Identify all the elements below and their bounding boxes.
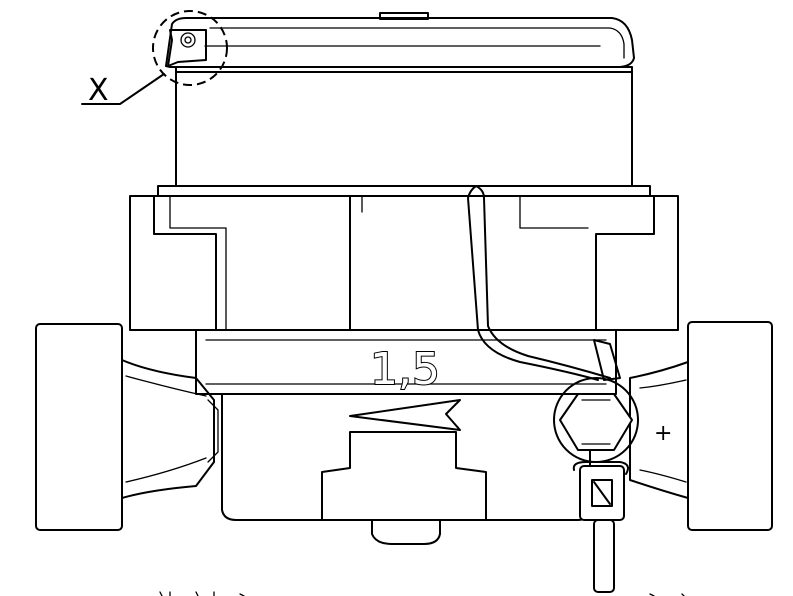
- lower-body: [221, 393, 591, 545]
- meter-body: [129, 195, 679, 331]
- accuracy-class-marking: 1,5: [370, 344, 440, 395]
- seal-plus-symbol: +: [654, 421, 672, 446]
- meter-lid: [165, 12, 635, 73]
- nameplate-boss: [321, 431, 487, 521]
- section-marks: [159, 591, 685, 596]
- marking-ring: 1,5: [195, 329, 617, 396]
- right-connection: [629, 321, 773, 531]
- drain-boss: [371, 519, 441, 545]
- seal-tag-logo: [591, 479, 613, 507]
- left-connection: [35, 323, 219, 531]
- callout-label-x: X: [88, 73, 109, 108]
- detail-callout-x: X: [81, 10, 228, 108]
- counter-housing: [157, 71, 651, 197]
- sealing-wire: [467, 185, 611, 381]
- flow-direction-arrow: [349, 399, 461, 431]
- lid-hinge: [167, 29, 207, 67]
- seal-assembly: +: [553, 339, 672, 593]
